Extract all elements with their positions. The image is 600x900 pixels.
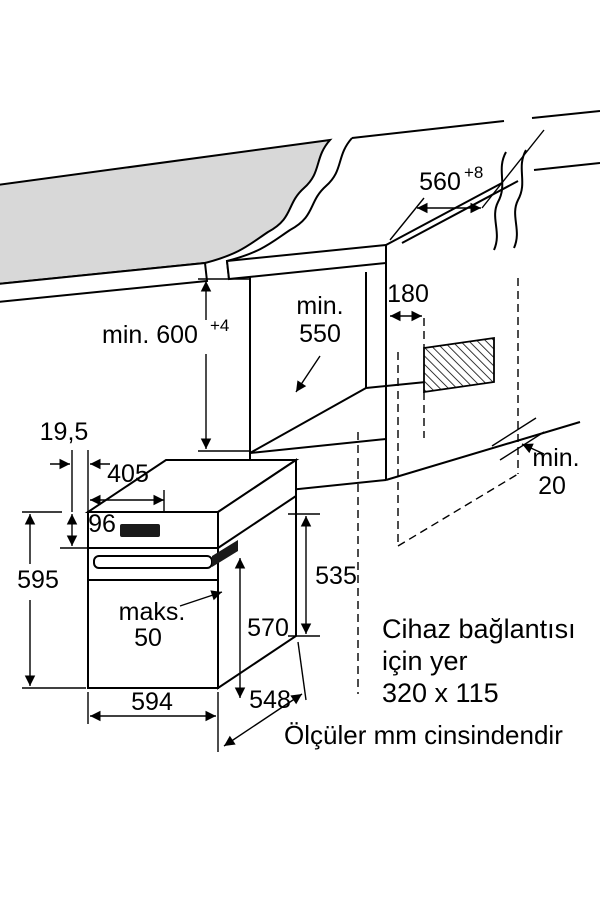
- side-panel-edge-beyond-break: [533, 162, 600, 171]
- side-panel-tear-line-2: [513, 149, 527, 249]
- oven: [84, 458, 300, 690]
- counter-far-edge-beyond-break: [531, 110, 600, 119]
- connection-note-line2: için yer: [382, 646, 468, 676]
- dim-min20-arrow: [521, 443, 545, 455]
- counter-top: [0, 110, 600, 303]
- dim-50-label: 50: [134, 624, 162, 652]
- rear-panel-hidden-edge-bottom: [397, 473, 519, 547]
- counter-far-edge-right: [351, 120, 505, 139]
- floor-depth-line: [385, 421, 581, 481]
- counter-surface: [0, 138, 333, 285]
- dim-19-5-label: 19,5: [40, 418, 89, 446]
- dim-top-depth-group: 405: [90, 460, 165, 512]
- dim-door-protrusion-group: maks. 50: [119, 590, 223, 652]
- dim-548-label: 548: [249, 686, 291, 714]
- dim-panel-height-group: 96: [60, 510, 116, 549]
- niche-bottom-edge: [249, 438, 387, 454]
- dim-570-label: 570: [247, 614, 289, 642]
- dim-548-arrow: [223, 693, 303, 747]
- dim-frame-depth-group: 19,5: [40, 418, 110, 512]
- dim-50-arrow: [179, 590, 223, 607]
- dim-560-extension-2: [481, 129, 545, 209]
- connection-note-line1: Cihaz bağlantısı: [382, 614, 576, 644]
- dim-560-tolerance: +8: [464, 163, 483, 182]
- oven-door-handle-side: [212, 540, 238, 567]
- side-panel-tear-line-1: [493, 151, 507, 251]
- dim-front-depth-group: 570: [234, 558, 289, 698]
- dim-560-label: 560: [419, 168, 461, 196]
- rear-gap-edge-line-1: [491, 417, 537, 447]
- dim-niche-inner-depth-group: min. 550: [295, 292, 344, 393]
- dim-oven-height-group: 595: [17, 511, 86, 689]
- dim-550-min-label: min.: [296, 292, 343, 320]
- dim-548-extension-right: [297, 641, 307, 701]
- dim-595-label: 595: [17, 566, 59, 594]
- dim-oven-width-group: 594: [87, 688, 219, 752]
- units-note: Ölçüler mm cinsindendir: [284, 720, 563, 750]
- dim-rear-height-group: 535: [288, 513, 357, 637]
- oven-control-panel-side-line: [217, 495, 297, 549]
- counter-front-edge-right: [225, 243, 387, 281]
- dim-niche-depth-group: 560 +8: [389, 129, 545, 241]
- dim-niche-height-group: min. 600 +4: [102, 278, 250, 452]
- dim-180-label: 180: [387, 280, 429, 308]
- dim-405-label: 405: [107, 460, 149, 488]
- counter-tear-line: [225, 137, 353, 280]
- dim-594-label: 594: [131, 688, 173, 716]
- dim-min20-label: 20: [538, 472, 566, 500]
- connection-area-hatch: [423, 336, 495, 394]
- dim-min20-min-label: min.: [532, 444, 579, 472]
- dim-550-label: 550: [299, 320, 341, 348]
- dim-600-label: min. 600: [102, 321, 198, 349]
- notes: Cihaz bağlantısı için yer 320 x 115 Ölçü…: [284, 614, 576, 750]
- dim-550-arrow: [295, 355, 321, 393]
- dim-connection-offset-group: 180: [387, 280, 429, 322]
- connection-area: [423, 318, 495, 438]
- dim-maks-label: maks.: [119, 598, 186, 626]
- oven-door-handle: [93, 555, 213, 569]
- connection-note-line3: 320 x 115: [382, 678, 499, 708]
- dim-rear-gap-group: min. 20: [521, 443, 580, 500]
- dim-600-tolerance: +4: [210, 316, 229, 335]
- oven-display: [120, 524, 160, 537]
- side-panel-top-edge: [385, 182, 503, 246]
- dim-535-label: 535: [315, 562, 357, 590]
- dim-96-label: 96: [88, 510, 116, 538]
- niche-floor-depth-edge: [249, 387, 367, 454]
- dim-oven-depth-group: 548: [223, 641, 307, 747]
